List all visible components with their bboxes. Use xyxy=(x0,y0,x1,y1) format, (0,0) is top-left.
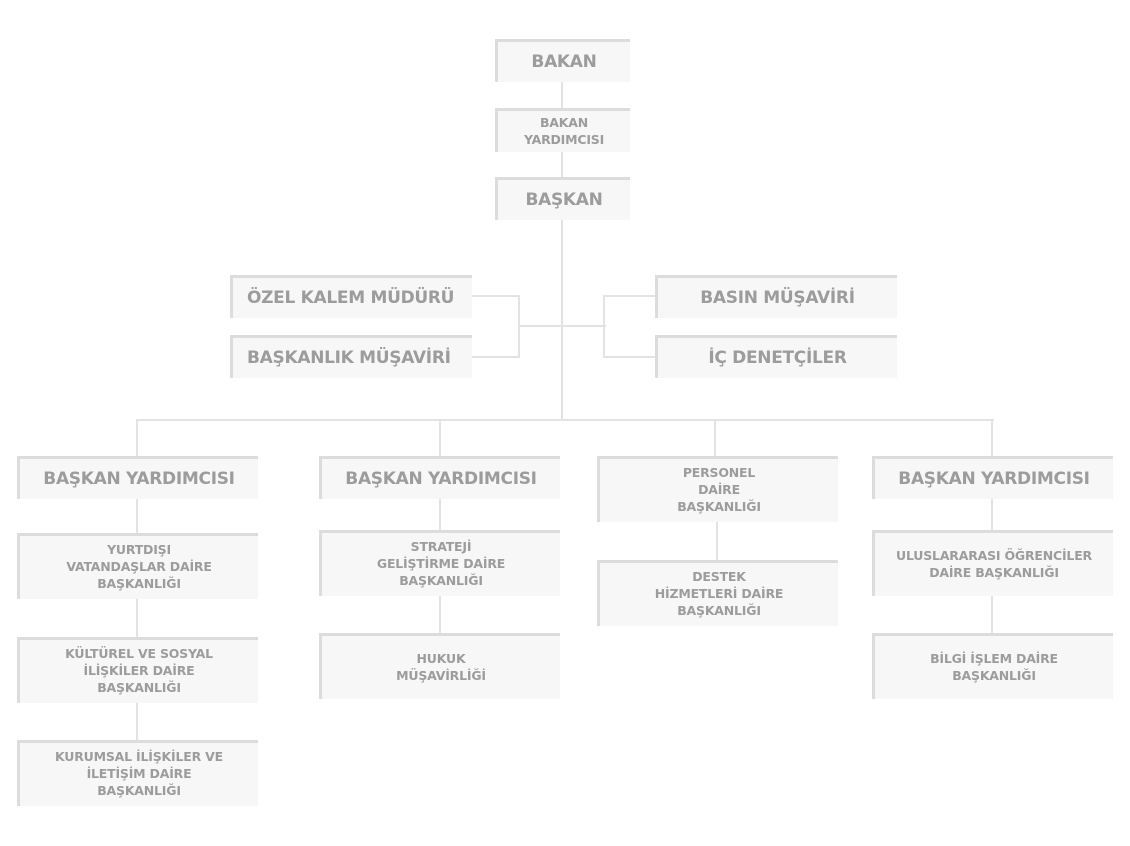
node-baskan-yardimcisi-2: BAŞKAN YARDIMCISI xyxy=(319,456,560,499)
connector xyxy=(561,82,563,108)
connector xyxy=(439,499,441,530)
node-bakan-yardimcisi: BAKAN YARDIMCISI xyxy=(495,108,630,152)
connector xyxy=(603,356,655,358)
node-unit: ULUSLARARASI ÖĞRENCİLER DAİRE BAŞKANLIĞI xyxy=(872,530,1113,596)
connector xyxy=(136,499,138,533)
connector xyxy=(439,596,441,633)
node-bakan: BAKAN xyxy=(495,39,630,82)
node-unit: DESTEK HİZMETLERİ DAİRE BAŞKANLIĞI xyxy=(597,560,838,626)
connector xyxy=(603,295,655,297)
connector xyxy=(136,419,138,456)
connector xyxy=(136,419,994,421)
connector xyxy=(561,152,563,177)
connector xyxy=(439,419,441,456)
node-basin-musaviri: BASIN MÜŞAVİRİ xyxy=(655,275,897,318)
connector xyxy=(471,356,520,358)
node-baskan-yardimcisi-1: BAŞKAN YARDIMCISI xyxy=(17,456,258,499)
connector xyxy=(136,703,138,740)
node-unit: KÜLTÜREL VE SOSYAL İLİŞKİLER DAİRE BAŞKA… xyxy=(17,637,258,703)
connector xyxy=(561,220,563,421)
node-ozel-kalem-muduru: ÖZEL KALEM MÜDÜRÜ xyxy=(230,275,472,318)
connector xyxy=(991,499,993,530)
node-unit: KURUMSAL İLİŞKİLER VE İLETİŞİM DAİRE BAŞ… xyxy=(17,740,258,806)
node-unit: STRATEJİ GELİŞTİRME DAİRE BAŞKANLIĞI xyxy=(319,530,560,596)
node-unit: YURTDIŞI VATANDAŞLAR DAİRE BAŞKANLIĞI xyxy=(17,533,258,599)
connector xyxy=(991,596,993,633)
node-unit: HUKUK MÜŞAVİRLİĞİ xyxy=(319,633,560,699)
node-baskan: BAŞKAN xyxy=(495,177,630,220)
connector xyxy=(518,325,606,327)
connector xyxy=(471,295,520,297)
connector xyxy=(714,419,716,456)
node-personel-daire-baskanligi: PERSONEL DAİRE BAŞKANLIĞI xyxy=(597,456,838,522)
connector xyxy=(603,295,605,358)
node-ic-denetciler: İÇ DENETÇİLER xyxy=(655,335,897,378)
connector xyxy=(136,599,138,637)
node-baskanlik-musaviri: BAŞKANLIK MÜŞAVİRİ xyxy=(230,335,472,378)
node-baskan-yardimcisi-3: BAŞKAN YARDIMCISI xyxy=(872,456,1113,499)
connector xyxy=(716,522,718,560)
node-unit: BİLGİ İŞLEM DAİRE BAŞKANLIĞI xyxy=(872,633,1113,699)
connector xyxy=(991,419,993,456)
